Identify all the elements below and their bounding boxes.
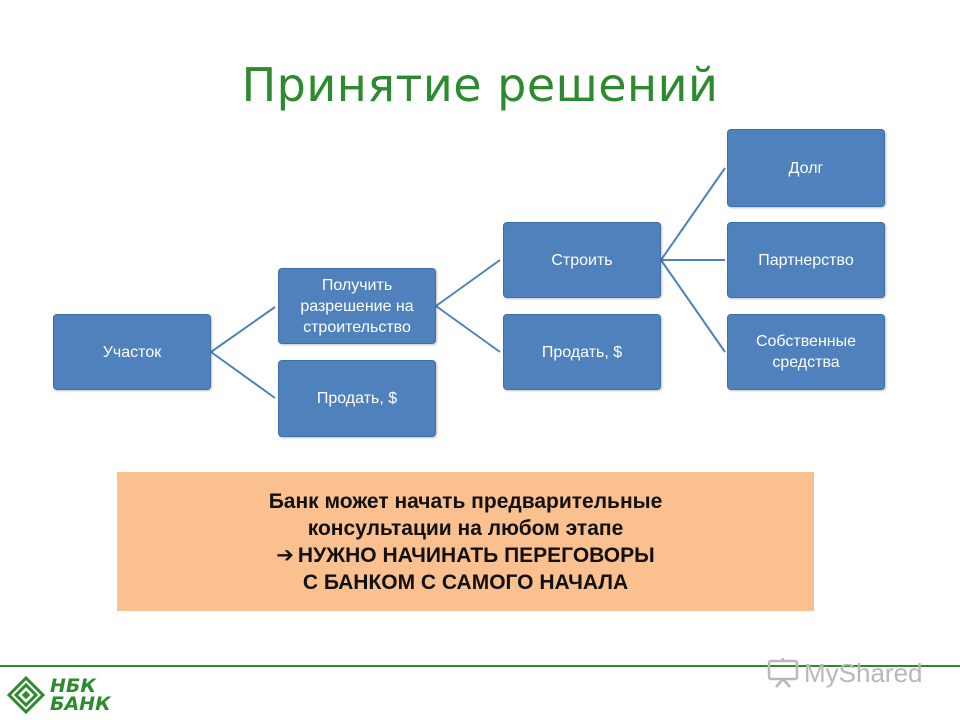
connector-uchastok-poluchit bbox=[210, 306, 276, 353]
connector-poluchit-prodat bbox=[435, 305, 501, 353]
node-stroit: Строить bbox=[503, 222, 661, 298]
node-uchastok: Участок bbox=[53, 314, 211, 390]
nbk-bank-logo: НБК БАНК bbox=[6, 673, 111, 717]
note-line-4: С БАНКОМ С САМОГО НАЧАЛА bbox=[302, 570, 629, 594]
node-poluchit-razreshenie: Получить разрешение на строительство bbox=[278, 268, 436, 344]
presentation-board-icon bbox=[767, 658, 799, 688]
connector-poluchit-stroit bbox=[435, 259, 501, 307]
note-line-3-wrap: ➔НУЖНО НАЧИНАТЬ ПЕРЕГОВОРЫ bbox=[276, 542, 654, 569]
connector-stroit-dolg bbox=[660, 167, 726, 261]
right-arrow-icon: ➔ bbox=[276, 542, 294, 567]
note-line-1: Банк может начать предварительные bbox=[268, 489, 663, 513]
nbk-logo-icon bbox=[6, 675, 46, 715]
slide-title: Принятие решений bbox=[241, 58, 719, 112]
watermark-text: MyShared bbox=[804, 657, 923, 688]
node-dolg: Долг bbox=[727, 129, 885, 207]
note-line-2: консультации на любом этапе bbox=[307, 516, 624, 540]
logo-text-line-1: НБК bbox=[50, 675, 96, 697]
node-partnerstvo: Партнерство bbox=[727, 222, 885, 298]
connector-stroit-sobstvennye bbox=[660, 259, 726, 353]
node-sobstvennye-sredstva: Собственные средства bbox=[727, 314, 885, 390]
node-prodat-1: Продать, $ bbox=[278, 360, 436, 437]
bank-consultation-note: Банк может начать предварительные консул… bbox=[117, 472, 814, 611]
connector-uchastok-prodat bbox=[210, 351, 276, 399]
footer-divider bbox=[0, 665, 960, 667]
myshared-watermark: MyShared bbox=[766, 657, 923, 689]
logo-text-line-2: БАНК bbox=[50, 693, 111, 715]
node-prodat-2: Продать, $ bbox=[503, 314, 661, 390]
note-line-3: НУЖНО НАЧИНАТЬ ПЕРЕГОВОРЫ bbox=[297, 543, 655, 567]
